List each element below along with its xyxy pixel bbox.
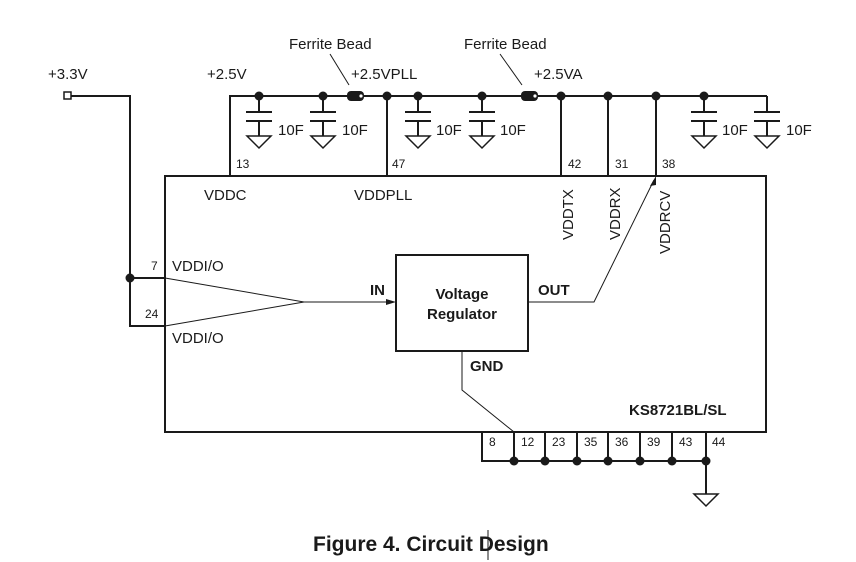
chip-body bbox=[164, 175, 767, 433]
pin-number: 39 bbox=[647, 435, 661, 449]
pin-number: 47 bbox=[392, 157, 406, 171]
capacitor-value: 10F bbox=[722, 122, 748, 139]
pin-number: 8 bbox=[489, 435, 496, 449]
pin-name-vddio-2: VDDI/O bbox=[172, 330, 224, 347]
pin-number: 24 bbox=[145, 307, 159, 321]
capacitor-value: 10F bbox=[278, 122, 304, 139]
pin-number: 35 bbox=[584, 435, 598, 449]
ferrite-bead-label-1: Ferrite Bead bbox=[289, 36, 372, 53]
v33-label: +3.3V bbox=[48, 66, 88, 83]
pin-number: 44 bbox=[712, 435, 726, 449]
v25-rail bbox=[229, 95, 348, 176]
ferrite-bead-icon bbox=[521, 91, 538, 101]
figure-caption: Figure 4. Circuit Design bbox=[313, 533, 549, 556]
regulator-gnd-label: GND bbox=[470, 358, 504, 375]
pin-number: 38 bbox=[662, 157, 676, 171]
capacitor-value: 10F bbox=[500, 122, 526, 139]
ferrite-bead-icon bbox=[347, 91, 364, 101]
arrow-icon bbox=[650, 176, 656, 186]
capacitor-value: 10F bbox=[786, 122, 812, 139]
v33-wire bbox=[71, 95, 165, 327]
pin-name-vddio-1: VDDI/O bbox=[172, 258, 224, 275]
pin-name-vddc: VDDC bbox=[204, 187, 247, 204]
capacitor-icon bbox=[753, 108, 781, 150]
capacitor-icon bbox=[309, 96, 337, 150]
ferrite-bead-pointer-1 bbox=[329, 53, 350, 86]
capacitor-value: 10F bbox=[436, 122, 462, 139]
ferrite-bead-pointer-2 bbox=[499, 53, 523, 86]
pin-number: 43 bbox=[679, 435, 693, 449]
pin-number: 23 bbox=[552, 435, 566, 449]
v33-junction bbox=[125, 273, 135, 283]
v25pll-label: +2.5VPLL bbox=[351, 66, 417, 83]
pin-name-vddrcv: VDDRCV bbox=[657, 191, 674, 254]
pin-number: 12 bbox=[521, 435, 535, 449]
voltage-regulator-block bbox=[395, 254, 529, 352]
regulator-in-label: IN bbox=[370, 282, 385, 299]
regulator-title-line1: Voltage bbox=[435, 286, 488, 303]
capacitor-icon bbox=[690, 96, 718, 150]
v25a-label: +2.5VA bbox=[534, 66, 583, 83]
v25-label: +2.5V bbox=[207, 66, 247, 83]
capacitor-icon bbox=[468, 96, 496, 150]
chip-name: KS8721BL/SL bbox=[629, 402, 727, 419]
v33-terminal bbox=[63, 91, 72, 100]
regulator-out-label: OUT bbox=[538, 282, 570, 299]
capacitor-value: 10F bbox=[342, 122, 368, 139]
ground-icon bbox=[692, 493, 720, 508]
pin-name-vddrx: VDDRX bbox=[607, 187, 624, 240]
ferrite-bead-label-2: Ferrite Bead bbox=[464, 36, 547, 53]
pin-number: 7 bbox=[151, 259, 158, 273]
arrow-icon bbox=[386, 299, 396, 305]
pin-number: 42 bbox=[568, 157, 582, 171]
pin-name-vddtx: VDDTX bbox=[560, 189, 577, 240]
capacitor-icon bbox=[404, 96, 432, 150]
pin-name-vddpll: VDDPLL bbox=[354, 187, 412, 204]
regulator-title-line2: Regulator bbox=[427, 306, 497, 323]
pin-number: 13 bbox=[236, 157, 250, 171]
pin-number: 36 bbox=[615, 435, 629, 449]
capacitor-icon bbox=[245, 96, 273, 150]
pin-number: 31 bbox=[615, 157, 629, 171]
